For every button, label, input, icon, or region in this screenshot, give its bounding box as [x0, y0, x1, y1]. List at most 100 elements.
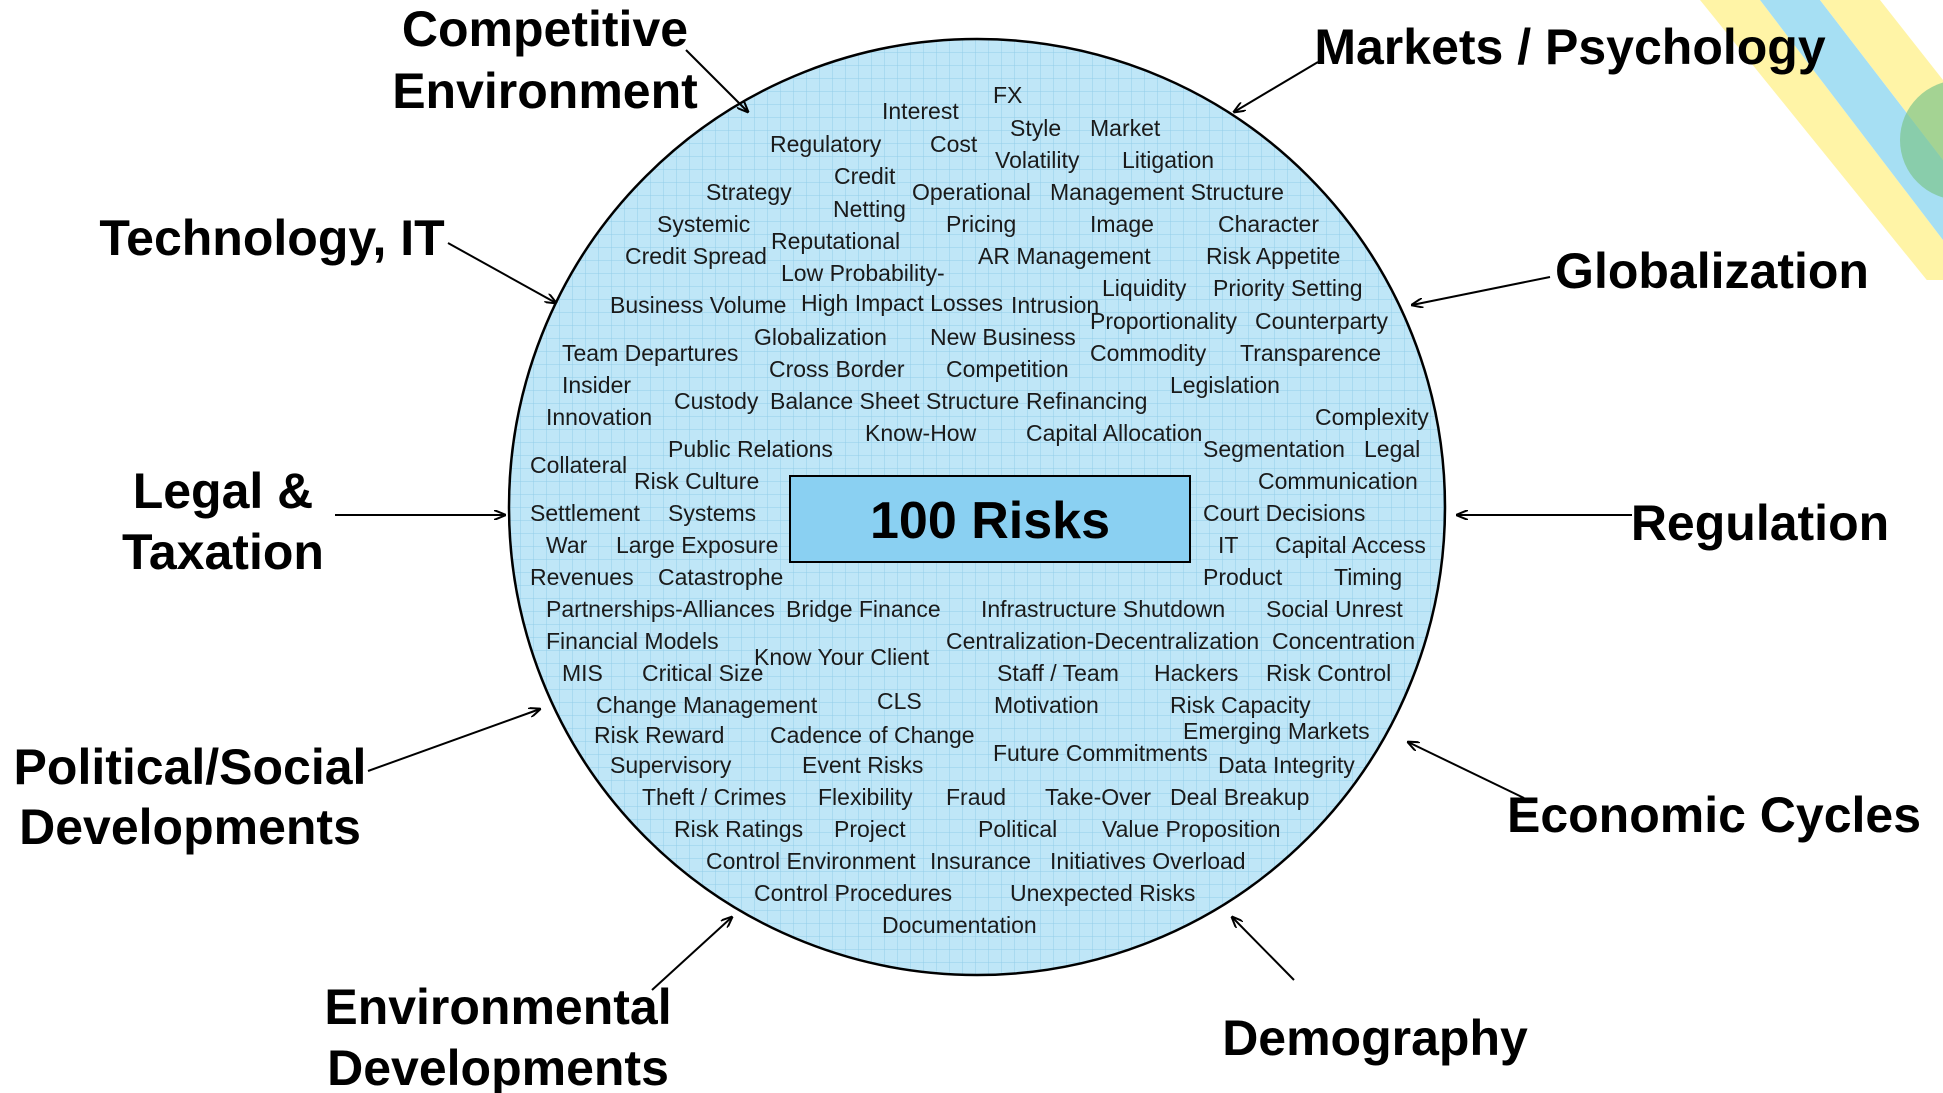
arrow — [651, 917, 732, 991]
driver-label: Markets / Psychology — [1314, 19, 1825, 75]
risk-word: Systems — [668, 500, 756, 526]
risk-word: Intrusion — [1011, 292, 1099, 318]
risk-word: Documentation — [882, 912, 1037, 938]
risk-word: Pricing — [946, 211, 1016, 237]
risk-word: Insurance — [930, 848, 1031, 874]
driver-label: Globalization — [1555, 243, 1869, 299]
risk-word: Market — [1090, 115, 1161, 141]
risk-word: Capital Allocation — [1026, 420, 1202, 446]
driver-label: Political/Social — [14, 739, 367, 795]
arrow — [1412, 276, 1551, 305]
risk-word: Risk Ratings — [674, 816, 803, 842]
risk-word: Flexibility — [818, 784, 913, 810]
risk-word: Deal Breakup — [1170, 784, 1309, 810]
risk-word: Business Volume — [610, 292, 786, 318]
risk-word: Risk Culture — [634, 468, 759, 494]
risk-word: AR Management — [978, 243, 1151, 269]
risk-word: Counterparty — [1255, 308, 1388, 334]
driver-globalization: Globalization — [1412, 243, 1869, 305]
risk-word: Risk Reward — [594, 722, 724, 748]
risk-word: Know Your Client — [754, 644, 930, 670]
risk-word: Operational — [912, 179, 1031, 205]
risk-word: Priority Setting — [1213, 275, 1363, 301]
risk-word: Supervisory — [610, 752, 732, 778]
center-box: 100 Risks — [789, 475, 1191, 563]
risk-word: Liquidity — [1102, 275, 1187, 301]
risk-word: Partnerships-Alliances — [546, 596, 775, 622]
risk-word: Political — [978, 816, 1057, 842]
risk-word: Cost — [930, 131, 978, 157]
risk-word: Cadence of Change — [770, 722, 975, 748]
driver-markets: Markets / Psychology — [1234, 19, 1826, 112]
risk-word: Motivation — [994, 692, 1099, 718]
risk-word: Data Integrity — [1218, 752, 1355, 778]
risk-word: CLS — [877, 688, 922, 714]
risk-word: Legal — [1364, 436, 1420, 462]
risk-word: Style — [1010, 115, 1061, 141]
driver-competitive: Competitive Environment — [392, 1, 748, 119]
driver-label: Demography — [1222, 1010, 1528, 1066]
risk-word: Innovation — [546, 404, 652, 430]
risk-word: Team Departures — [562, 340, 738, 366]
risk-word: War — [546, 532, 588, 558]
risk-word: Fraud — [946, 784, 1006, 810]
risk-word: Project — [834, 816, 906, 842]
risk-word: Future Commitments — [993, 740, 1208, 766]
arrow — [685, 49, 748, 112]
risk-word: High Impact Losses — [801, 290, 1003, 316]
risk-word: Strategy — [706, 179, 792, 205]
risk-word: Globalization — [754, 324, 887, 350]
arrow — [1234, 61, 1319, 112]
risk-word: Large Exposure — [616, 532, 778, 558]
risk-word: FX — [993, 82, 1022, 108]
risk-word: IT — [1218, 532, 1238, 558]
driver-label: Taxation — [122, 524, 324, 580]
risk-word: Social Unrest — [1266, 596, 1403, 622]
driver-regulation: Regulation — [1457, 495, 1889, 551]
risk-word: Refinancing — [1026, 388, 1147, 414]
risk-word: Low Probability- — [781, 260, 945, 286]
risk-word: Cross Border — [769, 356, 905, 382]
driver-technology: Technology, IT — [99, 210, 556, 303]
arrow — [1408, 742, 1525, 799]
driver-label: Developments — [19, 799, 361, 855]
decorative-ribbon — [1700, 0, 1943, 280]
risk-word: Infrastructure Shutdown — [981, 596, 1225, 622]
risk-word: Financial Models — [546, 628, 719, 654]
risk-word: Change Management — [596, 692, 818, 718]
driver-demography: Demography — [1222, 917, 1528, 1066]
risk-word: Know-How — [865, 420, 977, 446]
risk-word: Character — [1218, 211, 1319, 237]
driver-label: Economic Cycles — [1507, 787, 1921, 843]
risk-word: Theft / Crimes — [642, 784, 786, 810]
risk-word: Interest — [882, 98, 959, 124]
driver-label: Competitive — [402, 1, 688, 57]
risk-word: Value Proposition — [1102, 816, 1281, 842]
risk-word: Control Environment — [706, 848, 916, 874]
driver-political: Political/Social Developments — [14, 709, 540, 855]
risk-word: Credit Spread — [625, 243, 767, 269]
driver-label: Legal & — [133, 463, 314, 519]
arrow — [367, 709, 540, 772]
risk-word: Reputational — [771, 228, 900, 254]
risk-word: Unexpected Risks — [1010, 880, 1195, 906]
risk-word: Concentration — [1272, 628, 1415, 654]
risk-word: Catastrophe — [658, 564, 783, 590]
risk-word: Communication — [1258, 468, 1418, 494]
risk-word: Capital Access — [1275, 532, 1426, 558]
risk-word: Volatility — [995, 147, 1080, 173]
risk-word: Complexity — [1315, 404, 1429, 430]
risk-word: Management Structure — [1050, 179, 1284, 205]
risk-word: Risk Control — [1266, 660, 1391, 686]
driver-label: Developments — [327, 1040, 669, 1093]
arrow — [447, 242, 556, 303]
risk-word: Public Relations — [668, 436, 833, 462]
risk-word: Segmentation — [1203, 436, 1345, 462]
risk-word: Insider — [562, 372, 631, 398]
risk-word: Proportionality — [1090, 308, 1238, 334]
risk-word: Risk Appetite — [1206, 243, 1340, 269]
risk-word: Systemic — [657, 211, 750, 237]
risk-word: Credit — [834, 163, 896, 189]
risk-word: Image — [1090, 211, 1154, 237]
